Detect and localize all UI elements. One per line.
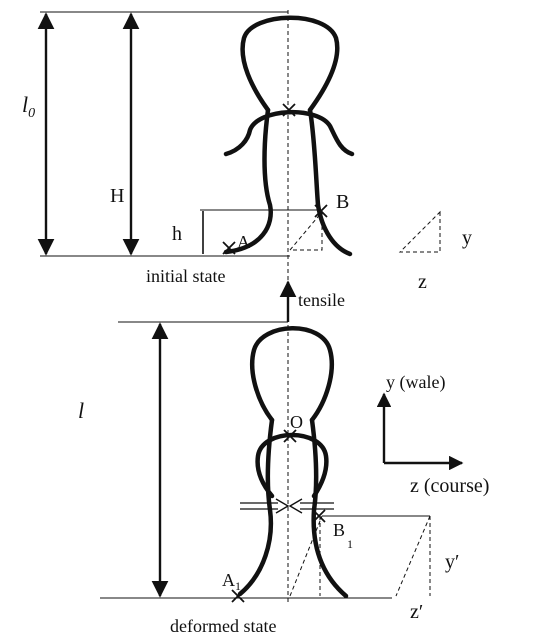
- left-compression-arrow: [240, 498, 290, 514]
- l-label: l: [78, 398, 84, 423]
- H-label: H: [110, 185, 124, 207]
- coordinate-axes: y (wale) z (course): [376, 372, 489, 497]
- point-A1-label: A1: [222, 570, 241, 593]
- deformed-loop-left-leg: [237, 417, 275, 597]
- tensile-label: tensile: [298, 290, 345, 310]
- point-B-cross-mark: [314, 204, 328, 218]
- point-A-cross-mark: [222, 241, 236, 255]
- point-B1-label: B1: [333, 520, 353, 551]
- initial-loop-left-leg: [223, 107, 273, 255]
- right-compression-arrow: [288, 498, 334, 514]
- deformed-loop-right-leg: [309, 417, 349, 599]
- point-A1-cross-mark: [231, 589, 245, 603]
- initial-reference-triangle: [398, 210, 441, 253]
- y-axis-label: y (wale): [386, 372, 445, 393]
- triangle-z-label: z: [418, 271, 427, 293]
- deformed-dashed-diagonal-right: [395, 515, 431, 597]
- l0-label: l0: [22, 92, 35, 121]
- point-O-label: O: [290, 412, 303, 432]
- point-B-label: B: [336, 191, 349, 213]
- initial-interlock-loop: [223, 109, 355, 157]
- y-prime-label: y′: [445, 551, 459, 573]
- h-label: h: [172, 223, 182, 245]
- deformed-state-caption: deformed state: [170, 616, 276, 636]
- deformed-loop-head: [249, 326, 335, 423]
- z-axis-label: z (course): [410, 475, 489, 497]
- initial-loop-head: [240, 15, 340, 113]
- initial-loop-dashed-triangle: [288, 210, 323, 251]
- initial-state-group: l0 H h B A y z initial state: [22, 10, 472, 602]
- initial-loop-right-leg: [307, 107, 353, 257]
- initial-state-caption: initial state: [146, 266, 225, 286]
- deformed-state-group: l O B1 A1 y′ z′ deformed state: [78, 321, 459, 636]
- point-O-cross-mark: [283, 429, 297, 443]
- triangle-y-label: y: [462, 227, 472, 249]
- z-prime-label: z′: [410, 601, 423, 623]
- deformed-dashed-diagonal-left: [289, 515, 323, 597]
- point-A-label: A: [237, 232, 250, 252]
- initial-top-cross-mark: [282, 103, 296, 117]
- point-B1-cross-mark: [312, 509, 326, 523]
